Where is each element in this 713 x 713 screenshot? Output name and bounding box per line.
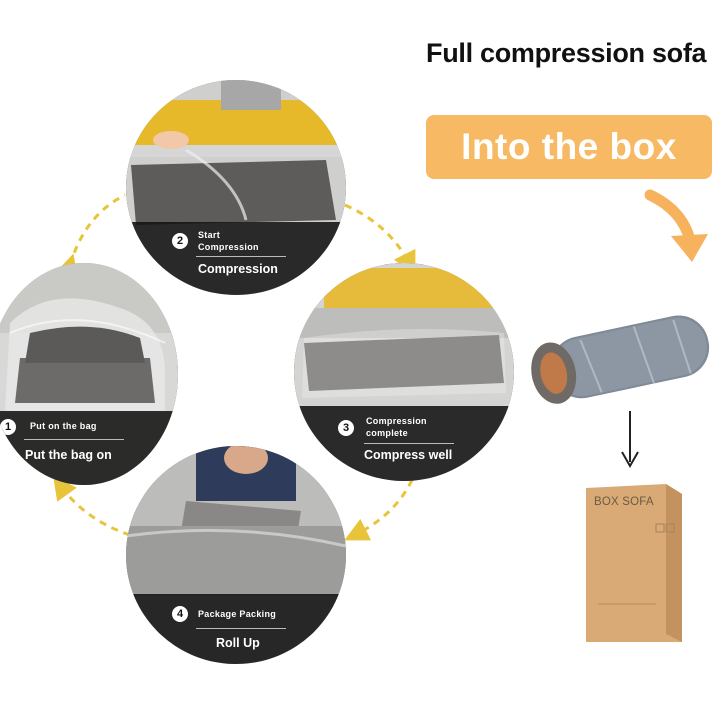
dashed-arrow-2-to-3 xyxy=(344,203,416,276)
step-3-circle: 3 Compression complete Compress well xyxy=(294,263,514,481)
step-1-number-badge: 1 xyxy=(0,419,16,435)
step-1-caption: Put the bag on xyxy=(25,448,112,462)
step-2-rule xyxy=(196,256,286,257)
step-3-rule xyxy=(364,443,454,444)
into-the-box-banner: Into the box xyxy=(426,115,712,179)
step-4-circle: 4 Package Packing Roll Up xyxy=(126,446,346,664)
step-1-label: Put on the bag xyxy=(30,421,97,431)
box-sofa-package: BOX SOFA xyxy=(586,484,682,642)
orange-curved-arrow-icon xyxy=(644,189,708,262)
dashed-arrow-4-to-1 xyxy=(53,475,131,537)
down-arrow-icon xyxy=(621,411,639,469)
step-3-label: Compression complete xyxy=(366,416,427,438)
step-4-band xyxy=(126,594,346,664)
step-4-number-badge: 4 xyxy=(172,606,188,622)
step-4-label: Package Packing xyxy=(198,609,277,619)
step-4-caption: Roll Up xyxy=(216,636,260,650)
step-4-rule xyxy=(196,628,286,629)
banner-text: Into the box xyxy=(461,126,677,167)
step-3-number-badge: 3 xyxy=(338,420,354,436)
step-2-number-badge: 2 xyxy=(172,233,188,249)
dashed-arrow-3-to-4 xyxy=(344,479,414,541)
step-3-caption: Compress well xyxy=(364,448,453,462)
step-2-circle: 2 Start Compression Compression xyxy=(126,80,346,295)
page-title: Full compression sofa xyxy=(426,38,707,68)
step-2-label: Start Compression xyxy=(198,230,259,252)
dashed-arrow-1-to-2 xyxy=(55,193,126,280)
step-1-rule xyxy=(24,439,124,440)
cardboard-box-image xyxy=(586,484,682,642)
step-2-caption: Compression xyxy=(198,262,278,276)
box-label: BOX SOFA xyxy=(594,496,654,508)
